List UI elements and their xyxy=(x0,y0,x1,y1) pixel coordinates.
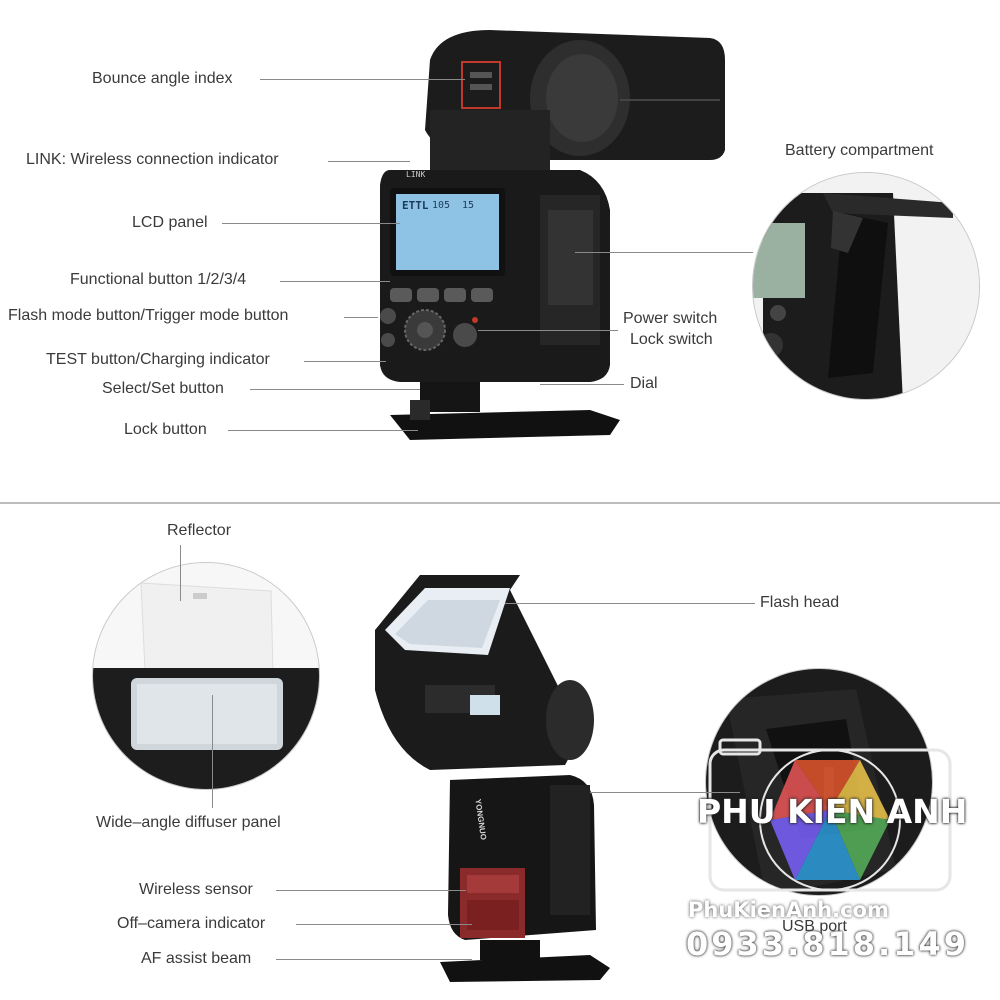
flash-unit-rear-view xyxy=(380,30,725,440)
label-battery-compartment: Battery compartment xyxy=(785,142,934,159)
reflector-inset xyxy=(92,562,320,790)
label-lcd-panel: LCD panel xyxy=(132,214,208,231)
leader-test-button xyxy=(304,361,386,362)
label-lock-button: Lock button xyxy=(124,421,207,438)
lcd-value-2: 15 xyxy=(462,200,475,211)
leader-flash-mode-button xyxy=(344,317,378,318)
leader-link-indicator xyxy=(328,161,410,162)
leader-bounce-angle-index xyxy=(260,79,465,80)
camera-logo-icon xyxy=(708,738,952,892)
watermark-phone: 0933.818.149 xyxy=(686,925,969,963)
label-select-set-button: Select/Set button xyxy=(102,380,224,397)
label-power-switch: Power switch xyxy=(623,310,718,327)
leader-dial xyxy=(540,384,624,385)
label-flash-mode-button: Flash mode button/Trigger mode button xyxy=(8,307,289,324)
label-functional-button: Functional button 1/2/3/4 xyxy=(70,271,247,288)
label-af-assist-beam: AF assist beam xyxy=(141,950,252,967)
flash-unit-front-view xyxy=(375,575,610,982)
leader-functional-button xyxy=(280,281,390,282)
leader-battery-body xyxy=(575,252,753,253)
label-link-indicator: LINK: Wireless connection indicator xyxy=(26,151,279,168)
leader-power-switch xyxy=(478,330,618,331)
section-divider xyxy=(0,502,1000,504)
label-wide-angle-diffuser: Wide–angle diffuser panel xyxy=(96,814,281,831)
leader-flash-head xyxy=(505,603,755,604)
label-reflector: Reflector xyxy=(167,522,232,539)
leader-wide-angle-diffuser xyxy=(212,695,213,808)
leader-wireless-sensor xyxy=(276,890,466,891)
leader-usb-port xyxy=(590,792,740,793)
label-test-button: TEST button/Charging indicator xyxy=(46,351,270,368)
label-usb-port: USB port xyxy=(782,918,847,935)
leader-off-camera-indicator xyxy=(296,924,472,925)
label-bounce-angle-index: Bounce angle index xyxy=(92,70,233,87)
leader-select-set-button xyxy=(250,389,420,390)
watermark-website: PhuKienAnh.com xyxy=(688,898,889,922)
label-wireless-sensor: Wireless sensor xyxy=(139,881,253,898)
reflector-image xyxy=(93,563,319,789)
leader-af-assist-beam xyxy=(276,959,472,960)
label-dial: Dial xyxy=(630,375,658,392)
leader-lcd-panel xyxy=(222,223,400,224)
label-flash-head: Flash head xyxy=(760,594,840,611)
label-lock-switch: Lock switch xyxy=(630,331,713,348)
leader-reflector xyxy=(180,545,181,601)
lcd-value-1: 105 xyxy=(432,200,451,211)
watermark-brand: PHU KIEN ANH xyxy=(697,792,968,831)
lcd-mode-text: ETTL xyxy=(402,199,429,212)
battery-compartment-inset xyxy=(752,172,980,400)
label-off-camera-indicator: Off–camera indicator xyxy=(117,915,266,932)
battery-compartment-image xyxy=(753,173,979,399)
leader-lock-button xyxy=(228,430,418,431)
lcd-link-text: LINK xyxy=(406,170,426,179)
